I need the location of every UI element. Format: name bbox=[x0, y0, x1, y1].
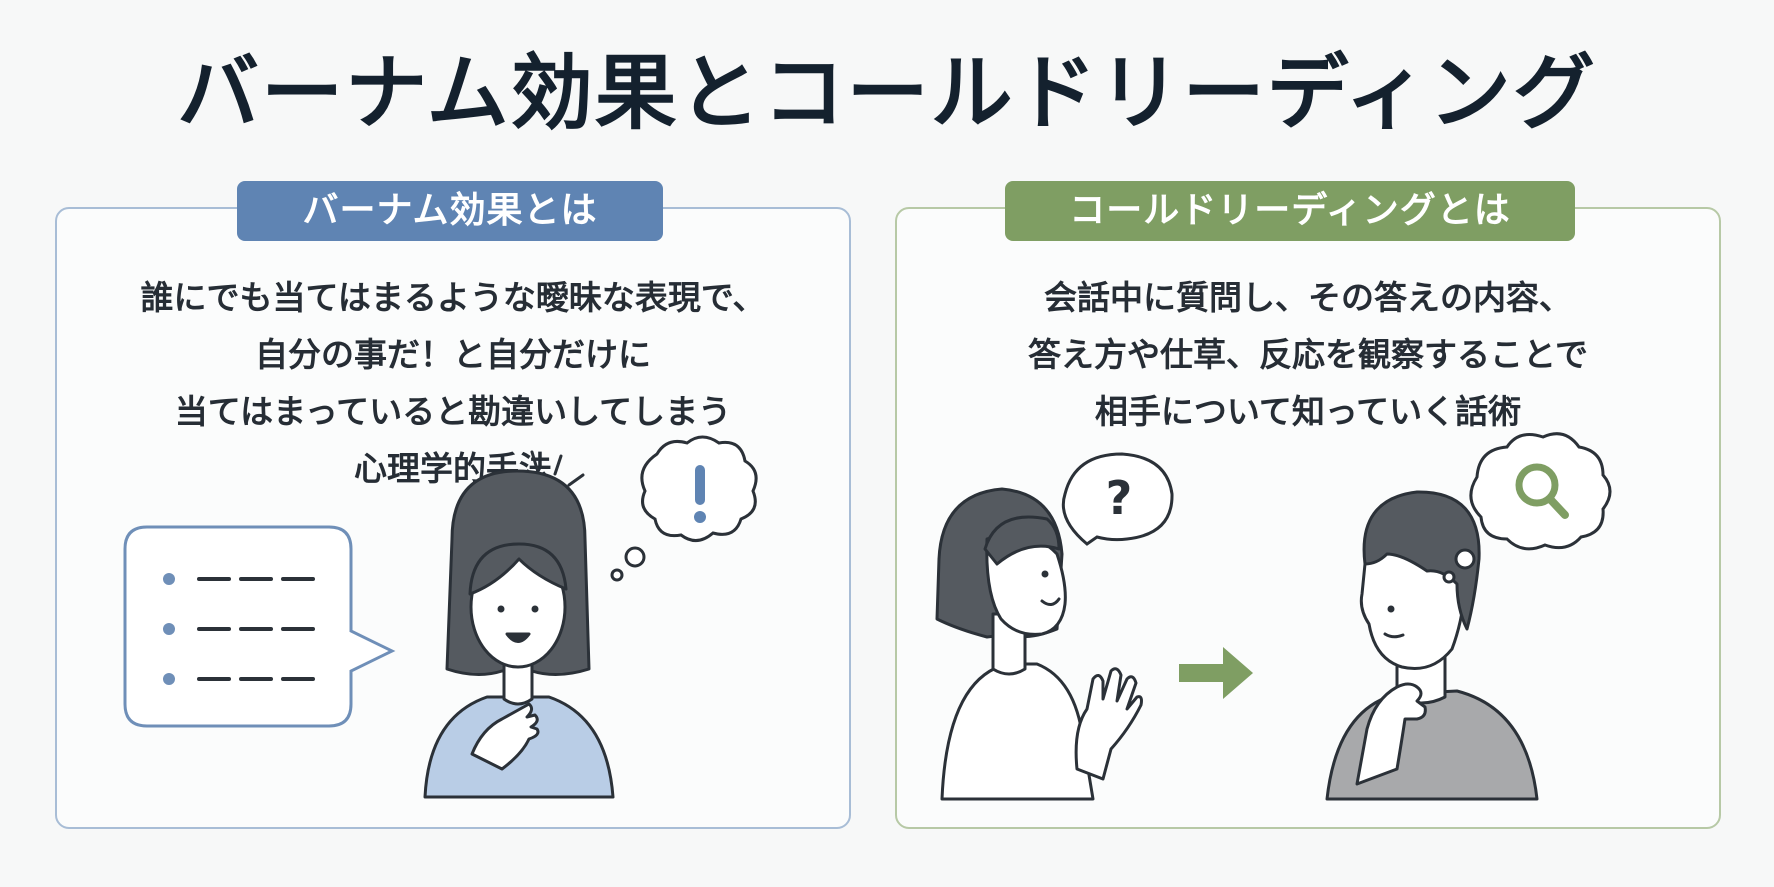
woman-figure bbox=[423, 450, 615, 799]
arrow-right-icon bbox=[1179, 647, 1253, 699]
cold-reading-description: 会話中に質問し、その答えの内容、 答え方や仕草、反応を観察することで 相手につい… bbox=[897, 269, 1719, 440]
cold-reading-heading: コールドリーディングとは bbox=[1005, 181, 1575, 241]
exclamation-thought-icon bbox=[610, 435, 758, 582]
man-observer-figure bbox=[1325, 490, 1539, 801]
barnum-illustration bbox=[123, 435, 758, 799]
description-line: 会話中に質問し、その答えの内容、 bbox=[1044, 278, 1572, 317]
description-line: 相手について知っていく話術 bbox=[1094, 392, 1522, 431]
description-line: 誰にでも当てはまるような曖昧な表現で、 bbox=[140, 278, 766, 317]
woman-asker-figure bbox=[935, 487, 1143, 801]
description-line: 答え方や仕草、反応を観察することで bbox=[1027, 335, 1588, 374]
page-title: バーナム効果とコールドリーディング bbox=[177, 46, 1597, 141]
magnifier-thought-icon bbox=[1442, 432, 1612, 584]
question-speech-icon: ? bbox=[1061, 452, 1174, 546]
question-mark: ? bbox=[1106, 471, 1133, 525]
description-line: 当てはまっていると勘違いしてしまう bbox=[174, 392, 732, 431]
barnum-effect-heading: バーナム効果とは bbox=[237, 181, 663, 241]
cold-reading-illustration: ? bbox=[935, 432, 1612, 801]
barnum-effect-description: 誰にでも当てはまるような曖昧な表現で、 自分の事だ！と自分だけに 当てはまってい… bbox=[57, 269, 849, 497]
cold-reading-panel: コールドリーディングとは 会話中に質問し、その答えの内容、 答え方や仕草、反応を… bbox=[895, 181, 1721, 829]
description-line: 自分の事だ！と自分だけに bbox=[255, 335, 651, 374]
speech-bubble-list-icon bbox=[123, 525, 396, 728]
barnum-effect-panel: バーナム効果とは 誰にでも当てはまるような曖昧な表現で、 自分の事だ！と自分だけ… bbox=[55, 181, 851, 829]
